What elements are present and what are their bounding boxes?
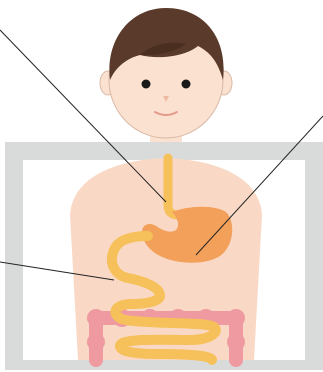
large-intestine-haustra-6: [227, 309, 245, 327]
head: [100, 8, 232, 148]
large-intestine-haustra-1: [87, 309, 105, 327]
left-eye: [142, 80, 151, 89]
large-intestine-haustra-8: [227, 333, 245, 351]
large-intestine-haustra-7: [87, 333, 105, 351]
right-eye: [182, 80, 191, 89]
